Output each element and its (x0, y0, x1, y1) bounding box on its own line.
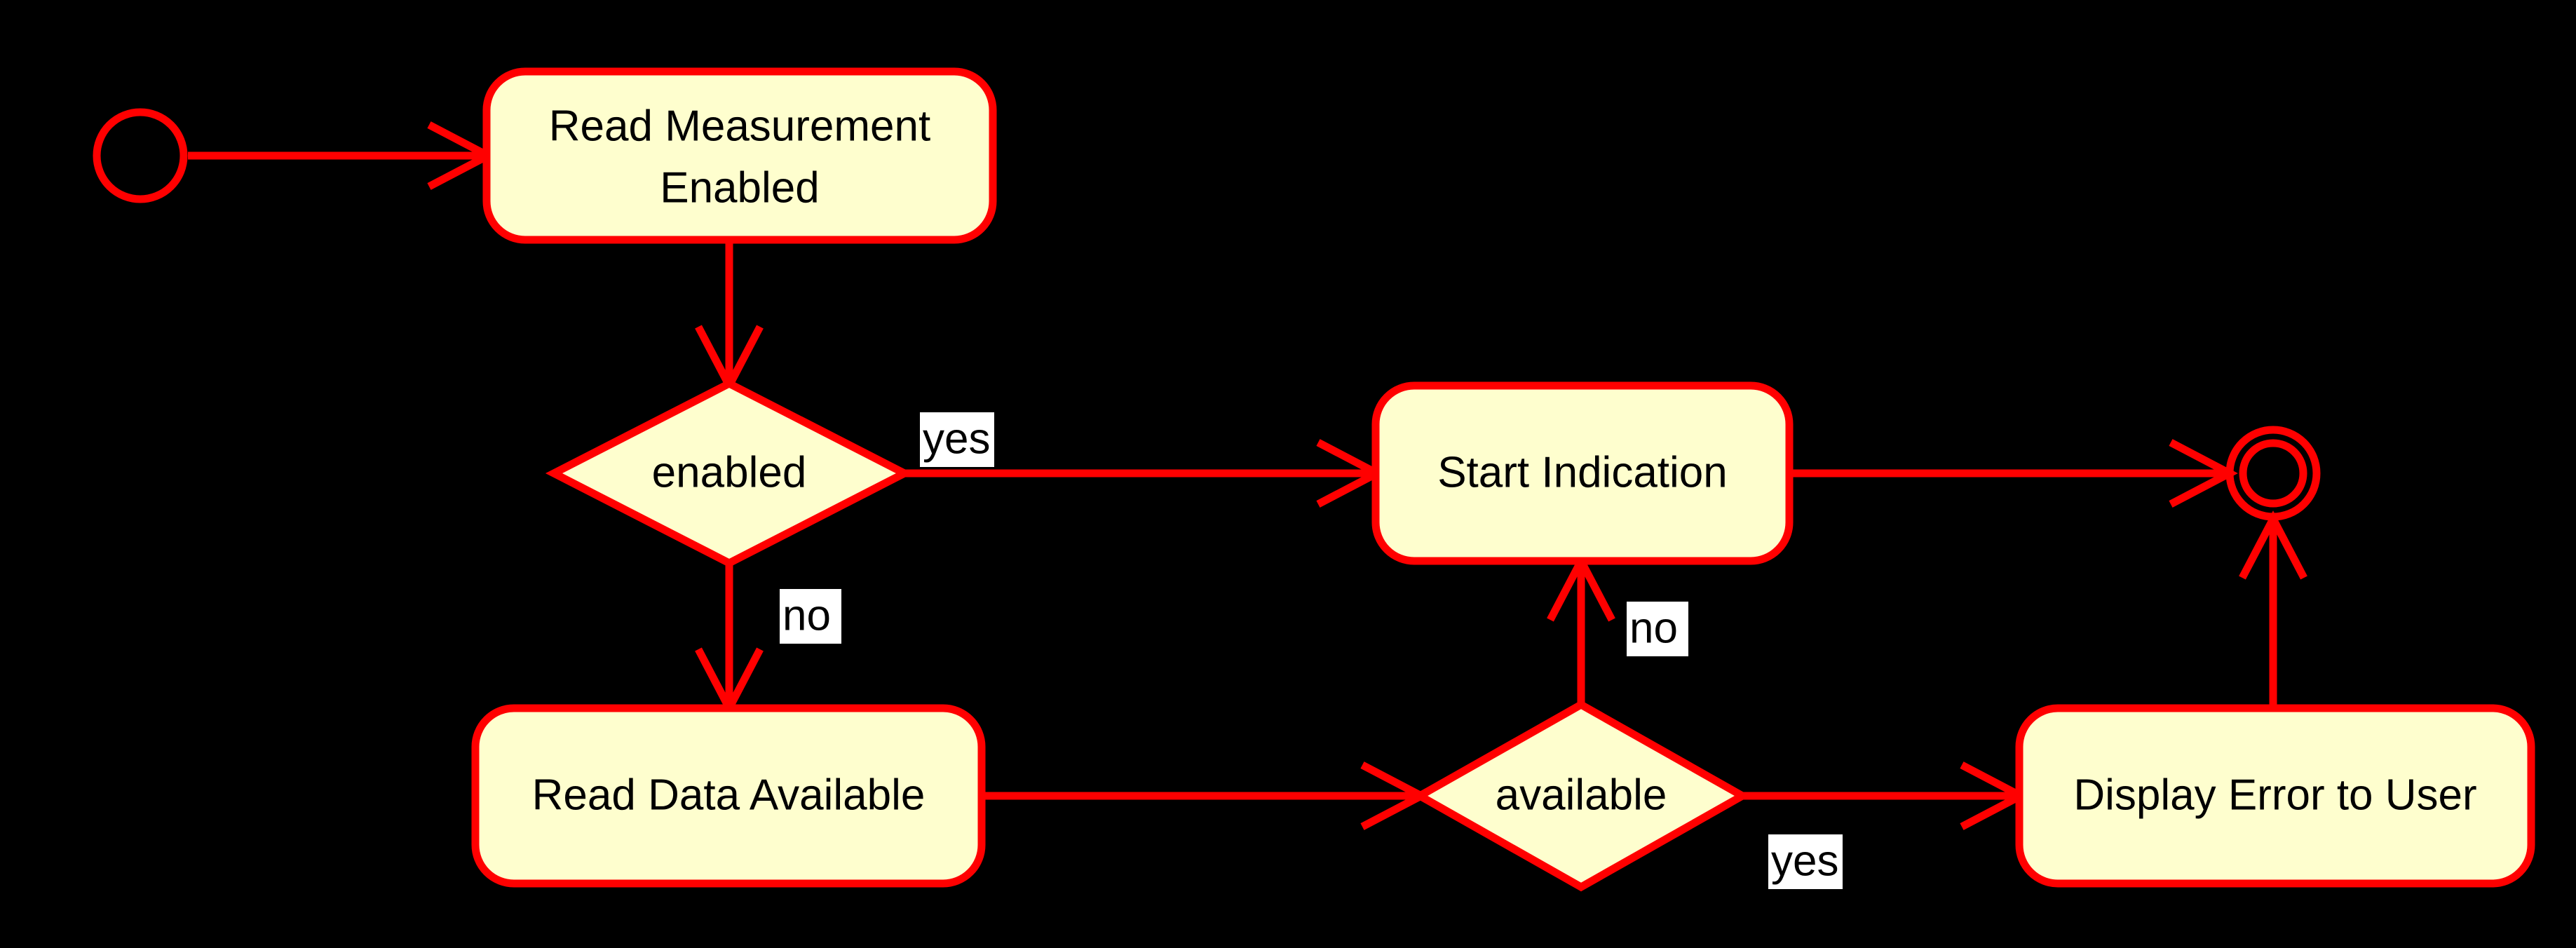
activity-box (471, 704, 986, 888)
node-available-decision[interactable]: available (1411, 700, 1751, 892)
node-label-line1: Read Measurement (549, 102, 931, 150)
decision-diamond (1411, 700, 1751, 892)
node-label: Display Error to User (2073, 771, 2476, 819)
edge-label-available-yes: yes (1768, 834, 1843, 889)
edge-label-text: no (1629, 604, 1678, 652)
edge-label-enabled-no: no (780, 589, 841, 644)
node-label-line2: Enabled (660, 163, 820, 212)
decision-diamond (545, 379, 914, 568)
node-label: enabled (652, 448, 807, 496)
edge-read-measurement-to-enabled (695, 240, 764, 394)
node-end[interactable] (2225, 426, 2321, 521)
activity-box (1371, 381, 1794, 565)
initial-node-icon (93, 108, 188, 203)
edge-label-enabled-yes: yes (920, 412, 994, 467)
final-node-inner-icon (2239, 439, 2307, 508)
node-display-error-to-user[interactable]: Display Error to User (2015, 704, 2535, 888)
label-background (1627, 602, 1688, 656)
node-label: Start Indication (1437, 448, 1728, 496)
node-read-data-available[interactable]: Read Data Available (471, 704, 986, 888)
edge-available-yes-to-display-error (1742, 761, 2029, 830)
edge-available-no-to-start-indication (1547, 553, 1615, 705)
activity-box (482, 67, 997, 244)
activity-box (2015, 704, 2535, 888)
edge-label-text: yes (923, 414, 990, 463)
node-enabled-decision[interactable]: enabled (545, 379, 914, 568)
edge-display-error-to-end (2239, 510, 2307, 707)
edge-label-text: yes (1771, 837, 1838, 885)
edge-start-to-read-measurement (188, 121, 496, 190)
edge-enabled-no-to-read-data-available (695, 563, 764, 717)
edge-label-available-no: no (1627, 602, 1688, 656)
edge-label-text: no (782, 591, 831, 639)
node-start[interactable] (93, 108, 188, 203)
node-label: Read Data Available (532, 771, 926, 819)
node-start-indication[interactable]: Start Indication (1371, 381, 1794, 565)
node-label: available (1496, 771, 1667, 819)
edge-read-data-available-to-available (982, 761, 1430, 830)
edge-start-indication-to-end (1789, 439, 2238, 508)
node-read-measurement-enabled[interactable]: Read Measurement Enabled (482, 67, 997, 244)
label-background (780, 589, 841, 644)
label-background (920, 412, 994, 467)
label-background (1768, 834, 1843, 889)
final-node-outer-icon (2225, 426, 2321, 521)
